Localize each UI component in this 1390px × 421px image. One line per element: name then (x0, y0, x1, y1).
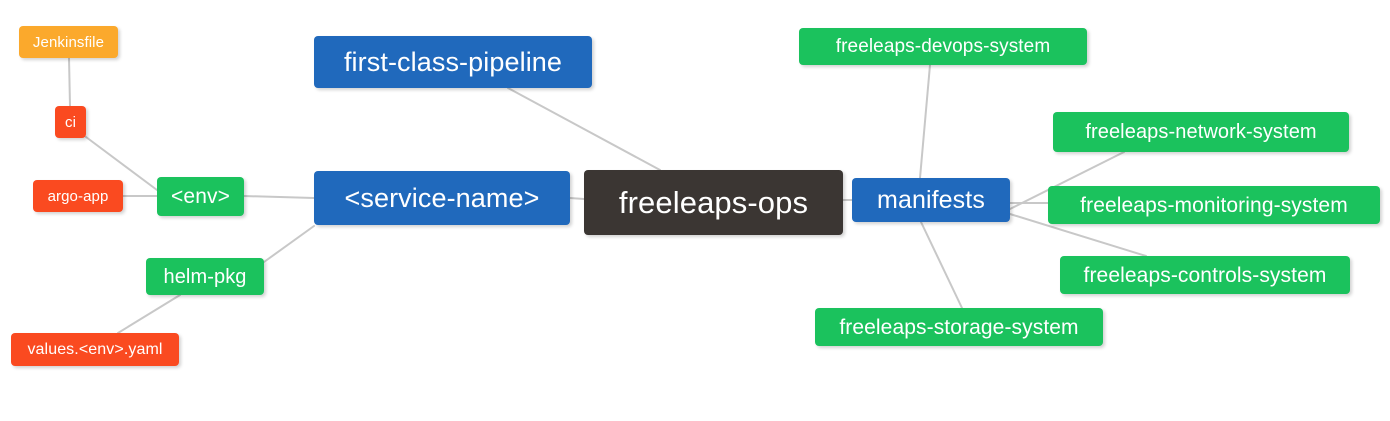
edge-manifests-to-devops-sys (919, 64, 931, 179)
node-devops-sys[interactable]: freeleaps-devops-system (799, 28, 1087, 65)
node-storage-sys[interactable]: freeleaps-storage-system (815, 308, 1103, 346)
node-ci[interactable]: ci (55, 106, 86, 138)
node-helm-pkg[interactable]: helm-pkg (146, 258, 264, 295)
node-network-sys[interactable]: freeleaps-network-system (1053, 112, 1349, 152)
edge-pipeline-to-freeleaps-ops (507, 87, 661, 171)
edge-manifests-to-storage-sys (920, 221, 963, 309)
node-argo-app[interactable]: argo-app (33, 180, 123, 212)
edge-jenkinsfile-to-ci (68, 57, 71, 107)
node-service-name[interactable]: <service-name> (314, 171, 570, 225)
node-pipeline[interactable]: first-class-pipeline (314, 36, 592, 88)
node-values-yaml[interactable]: values.<env>.yaml (11, 333, 179, 366)
edge-env-to-service-name (243, 195, 315, 199)
node-jenkinsfile[interactable]: Jenkinsfile (19, 26, 118, 58)
node-controls-sys[interactable]: freeleaps-controls-system (1060, 256, 1350, 294)
node-monitoring-sys[interactable]: freeleaps-monitoring-system (1048, 186, 1380, 224)
edge-service-name-to-freeleaps-ops (569, 197, 585, 200)
node-env[interactable]: <env> (157, 177, 244, 216)
node-manifests[interactable]: manifests (852, 178, 1010, 222)
node-freeleaps-ops[interactable]: freeleaps-ops (584, 170, 843, 235)
edge-helm-pkg-to-values-yaml (117, 294, 181, 334)
edge-service-name-to-helm-pkg (263, 225, 315, 263)
